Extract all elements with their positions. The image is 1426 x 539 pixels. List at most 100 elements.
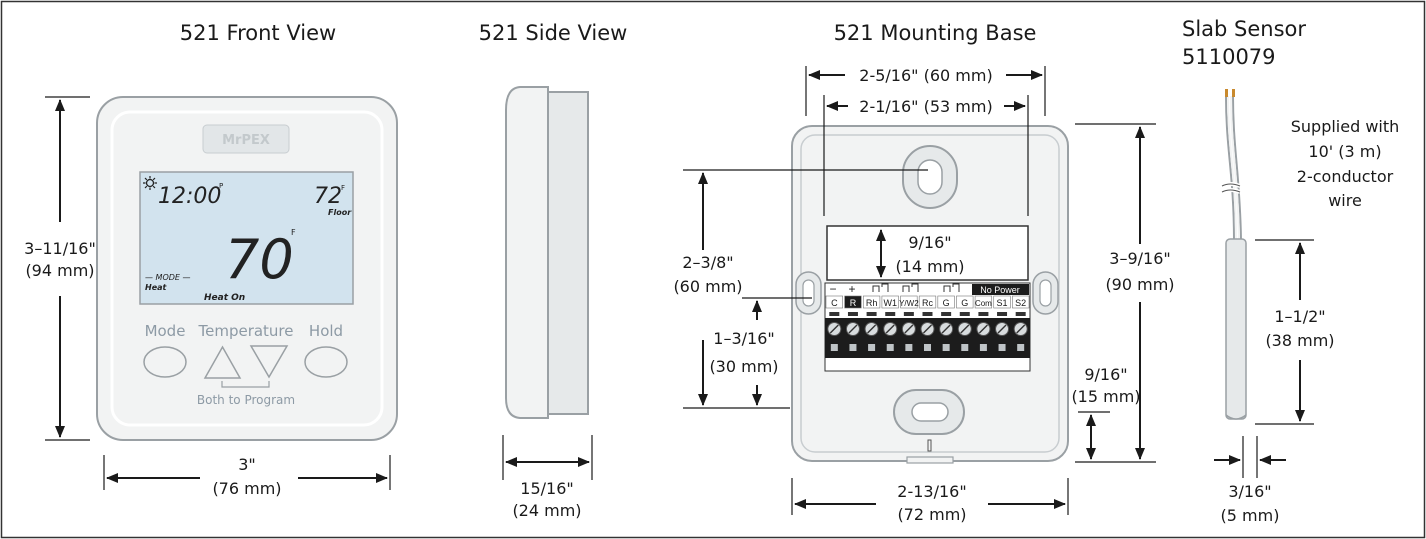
base-left-inner-label: 1–3/16" <box>713 329 774 348</box>
terminal-wire-slot <box>959 312 970 316</box>
terminal-screw-slot <box>923 324 932 334</box>
terminal-screw-slot <box>885 324 895 334</box>
terminal-screw-slot <box>978 324 988 334</box>
terminal-wire-port <box>905 344 913 351</box>
base-outer-width-label: 2-5/16" (60 mm) <box>859 66 992 85</box>
terminal-label: W1 <box>883 298 897 308</box>
front-view-title: 521 Front View <box>180 21 336 45</box>
terminal-label: S1 <box>997 298 1008 308</box>
base-right-inner-label: 9/16" <box>1084 365 1127 384</box>
hold-button <box>304 346 348 378</box>
terminal-screw-slot <box>1016 324 1026 334</box>
lcd-screen <box>139 171 354 305</box>
terminal-label: Rc <box>922 298 933 308</box>
terminal-label-cell <box>862 295 881 309</box>
svg-text:MrPEX: MrPEX <box>222 133 270 148</box>
terminal-wire-port <box>886 344 894 351</box>
terminal-wire-slot <box>997 312 1008 316</box>
terminal-wire-slot <box>885 312 896 316</box>
side-view: 521 Side View 15/16" (24 mm) <box>479 21 628 520</box>
base-left-outer-label: 2–3/8" <box>682 253 733 272</box>
terminal-wire-port <box>979 344 987 351</box>
temperature-up-button <box>203 345 242 379</box>
lcd-floor-label: Floor <box>328 208 352 217</box>
sensor-probe <box>1225 238 1247 420</box>
terminal-wire-slot <box>829 312 840 316</box>
terminal-wire-slot <box>978 312 989 316</box>
terminal-screw-slot <box>829 324 839 334</box>
sensor-diameter-metric: (5 mm) <box>1221 506 1280 525</box>
terminal-screw-slot <box>848 324 858 334</box>
sensor-wires <box>1225 95 1242 241</box>
both-to-program-label: Both to Program <box>197 393 295 407</box>
terminal-wire-slot <box>866 312 877 316</box>
terminal-label: G <box>961 298 968 308</box>
hold-button-label: Hold <box>309 322 343 340</box>
sensor-note-line-1: Supplied with <box>1291 117 1400 136</box>
terminal-label-cell <box>1012 295 1030 309</box>
temperature-button-label: Temperature <box>197 322 293 340</box>
brand-logo: MrPEX <box>202 124 290 154</box>
sensor-part-number: 5110079 <box>1182 45 1276 69</box>
terminal-wire-port <box>961 344 969 351</box>
terminal-wire-slot <box>922 312 933 316</box>
terminal-wire-port <box>924 344 931 351</box>
terminal-label-cell <box>918 295 937 309</box>
sensor-note-line-4: wire <box>1328 191 1362 210</box>
sensor-note-line-3: 2-conductor <box>1297 167 1394 186</box>
terminal-wire-port <box>942 344 950 351</box>
terminal-label-cell <box>937 295 955 309</box>
base-right-outer-label: 3–9/16" <box>1109 249 1170 268</box>
terminal-minus-sign: − <box>829 282 836 296</box>
lcd-clock-suffix: P <box>219 182 223 190</box>
slot-dim-metric: (14 mm) <box>895 257 964 276</box>
terminal-screw-slot <box>867 324 877 334</box>
lcd-mode-value: Heat <box>145 283 168 292</box>
lcd-main-temp: 70 <box>225 228 294 291</box>
terminal-label: C <box>831 298 838 308</box>
terminal-label: Rh <box>866 298 878 308</box>
lcd-status: Heat On <box>204 293 245 303</box>
side-base-plate <box>547 91 589 415</box>
terminal-label: Com <box>975 299 992 308</box>
sensor-length-metric: (38 mm) <box>1265 331 1334 350</box>
sensor-note-line-2: 10' (3 m) <box>1308 142 1381 161</box>
front-width-label: 3" <box>238 455 256 474</box>
terminal-label-cell <box>844 295 862 309</box>
terminal-screw-slot <box>997 324 1007 334</box>
sensor-title: Slab Sensor <box>1182 17 1306 41</box>
lcd-main-unit: F <box>291 228 296 237</box>
front-width-metric: (76 mm) <box>212 479 281 498</box>
thermostat-bezel <box>110 110 384 427</box>
base-bottom-width-metric: (72 mm) <box>897 505 966 524</box>
wiring-window <box>826 225 1029 281</box>
terminal-label-cell <box>900 295 918 309</box>
base-right-inner-metric: (15 mm) <box>1071 387 1140 406</box>
base-right-outer-metric: (90 mm) <box>1105 275 1174 294</box>
front-height-metric: (94 mm) <box>25 261 94 280</box>
terminal-label: S2 <box>1015 298 1026 308</box>
terminal-wire-slot <box>847 312 858 316</box>
mode-button-label: Mode <box>145 322 186 340</box>
terminal-label: Y/W2 <box>899 299 919 308</box>
base-left-inner-metric: (30 mm) <box>709 357 778 376</box>
side-depth-metric: (24 mm) <box>512 501 581 520</box>
terminal-label-cell <box>956 295 974 309</box>
terminal-label: R <box>850 298 857 308</box>
terminal-screw-slot <box>941 324 951 334</box>
terminal-wire-slot <box>1015 312 1026 316</box>
temperature-down-button <box>249 345 289 379</box>
side-body <box>505 86 549 419</box>
terminal-label: G <box>943 298 950 308</box>
both-to-program-bracket <box>221 381 270 388</box>
front-height-label: 3–11/16" <box>24 239 96 258</box>
terminal-label-cell <box>993 295 1011 309</box>
base-left-outer-metric: (60 mm) <box>673 277 742 296</box>
terminal-plus-sign: + <box>848 282 855 296</box>
terminal-wire-port <box>868 344 876 351</box>
sensor-length-label: 1–1/2" <box>1274 307 1325 326</box>
slab-sensor-view: Slab Sensor 5110079 Supplied with 10' (3… <box>1182 17 1399 525</box>
lcd-floor-temp: 72 <box>314 184 342 209</box>
